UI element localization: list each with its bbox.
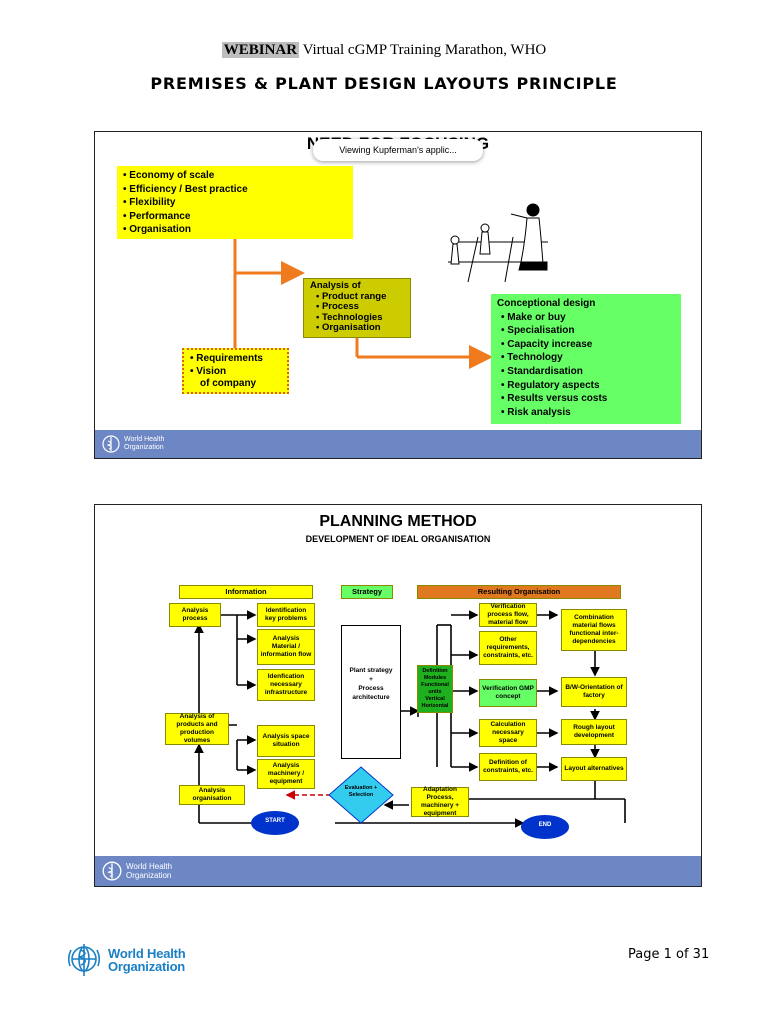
goal-item: Performance: [123, 210, 347, 224]
slide-need-for-focusing: NEED FOR FOCUSING Viewing Kupferman's ap…: [94, 131, 702, 459]
analysis-box: Analysis of Product range Process Techno…: [303, 278, 411, 338]
box-orientation-factory: B/W-Orientation of factory: [561, 677, 627, 707]
box-verification-gmp: Verification GMP concept: [479, 679, 537, 707]
box-verification-process: Verification process flow, material flow: [479, 603, 537, 627]
flowchart-connectors: [194, 610, 626, 839]
box-definition-modules: Definition Modules Functional units Vert…: [417, 665, 453, 713]
box-adaptation: Adaptation Process, machinery + equipmen…: [411, 786, 469, 817]
requirement-item: of company: [200, 378, 257, 389]
who-org-line2: Organization: [108, 959, 186, 974]
conceptional-item: Regulatory aspects: [501, 379, 675, 393]
box-other-requirements: Other requirements, constraints, etc.: [479, 631, 537, 665]
analysis-item: Technologies: [316, 312, 404, 324]
conceptional-title: Conceptional design: [497, 298, 596, 309]
goals-box: Economy of scale Efficiency / Best pract…: [117, 166, 353, 239]
slide-planning-method: PLANNING METHOD DEVELOPMENT OF IDEAL ORG…: [94, 504, 702, 887]
conceptional-item: Results versus costs: [501, 392, 675, 406]
slide2-subtitle: DEVELOPMENT OF IDEAL ORGANISATION: [305, 534, 491, 544]
box-calculation-space: Calculation necessary space: [479, 719, 537, 747]
analysis-title: Analysis of: [310, 280, 361, 291]
who-emblem-icon: [102, 435, 120, 453]
webinar-header: WEBINAR Virtual cGMP Training Marathon, …: [0, 42, 768, 59]
slide1-arrows: [233, 238, 493, 369]
header-resulting-organisation: Resulting Organisation: [417, 585, 621, 599]
start-node: START: [265, 818, 285, 824]
conceptional-item: Capacity increase: [501, 338, 675, 352]
goal-item: Flexibility: [123, 196, 347, 210]
slide2-title: PLANNING METHOD: [319, 513, 477, 530]
end-node: END: [538, 822, 552, 828]
conceptional-item: Technology: [501, 351, 675, 365]
box-rough-layout: Rough layout development: [561, 719, 627, 745]
header-information: Information: [179, 585, 313, 599]
box-plant-strategy: Plant strategy + Process architecture: [341, 625, 401, 759]
analysis-item: Product range: [316, 291, 404, 303]
who-emblem-icon: [102, 861, 122, 881]
requirements-box: • Requirements • Vision of company: [182, 348, 289, 394]
box-identification-key-problems: Identification key problems: [257, 603, 315, 627]
page-number: Page 1 of 31: [628, 947, 710, 962]
conceptional-item: Make or buy: [501, 311, 675, 325]
viewing-tooltip: Viewing Kupferman's applic...: [313, 139, 483, 161]
requirement-item: • Vision: [190, 365, 227, 377]
requirement-item: • Requirements: [190, 353, 263, 364]
box-definition-constraints: Definition of constraints, etc.: [479, 753, 537, 781]
evaluation-diamond-label: Evaluation + Selection: [344, 785, 378, 798]
box-analysis-material-flow: Analysis Material / information flow: [257, 629, 315, 665]
goal-item: Efficiency / Best practice: [123, 183, 347, 197]
header-strategy: Strategy: [341, 585, 393, 599]
who-org-line1: World Health: [108, 946, 186, 961]
conceptional-design-box: Conceptional design Make or buy Speciali…: [491, 294, 681, 424]
box-layout-alternatives: Layout alternatives: [561, 757, 627, 781]
chess-illustration-icon: [448, 203, 548, 283]
analysis-item: Process: [316, 301, 404, 313]
box-analysis-process: Analysis process: [169, 603, 221, 627]
goal-item: Organisation: [123, 223, 347, 237]
document-title: PREMISES & PLANT DESIGN LAYOUTS PRINCIPL…: [150, 74, 618, 93]
conceptional-item: Specialisation: [501, 324, 675, 338]
box-analysis-organisation: Analysis organisation: [179, 785, 245, 805]
conceptional-item: Risk analysis: [501, 406, 675, 420]
box-identification-infrastructure: Idenfication necessary infrastructure: [257, 669, 315, 701]
box-analysis-machinery: Analysis machinery / equipment: [257, 759, 315, 789]
goal-item: Economy of scale: [123, 169, 347, 183]
webinar-header-text: Virtual cGMP Training Marathon, WHO: [299, 42, 547, 58]
webinar-tag: WEBINAR: [221, 42, 300, 58]
box-analysis-space: Analysis space situation: [257, 725, 315, 757]
analysis-item: Organisation: [316, 322, 404, 334]
box-combination-material-flows: Combination material flows functional in…: [561, 609, 627, 651]
box-analysis-products: Analysis of products and production volu…: [165, 713, 229, 745]
conceptional-item: Standardisation: [501, 365, 675, 379]
who-emblem-icon: [67, 944, 101, 976]
